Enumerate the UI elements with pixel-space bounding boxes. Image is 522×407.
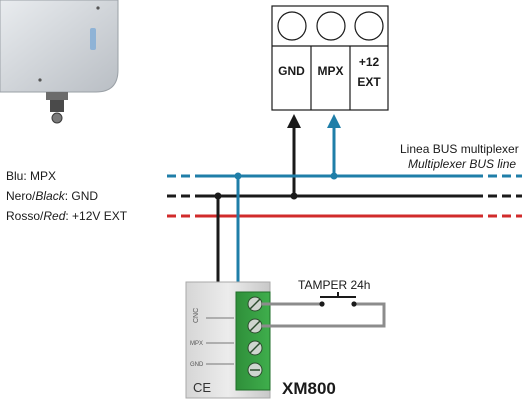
terminal-label-12v-line1: +12 [358,55,380,69]
wire-label-black-slash: / [32,189,36,203]
wire-label-red-sep: : [65,209,73,223]
connection-arrows [287,114,341,196]
wire-label-black-b: GND [71,189,99,203]
bus-line-label-en: Multiplexer BUS line [408,157,517,171]
mpx-arrow-head [327,114,341,128]
mpx-junction [330,172,338,180]
terminal-screw-gnd [277,11,307,41]
terminal-label-12v: +12 EXT [350,54,388,90]
module-side-gnd: GND [190,362,204,368]
bus-wires [167,172,522,218]
ce-mark: CE [193,380,211,395]
bus-line-label-it: Linea BUS multiplexer [400,142,519,156]
terminal-screw-12v [354,11,384,41]
terminal-label-mpx: MPX [317,64,344,78]
terminal-block [271,5,389,111]
module-name: XM800 [282,379,336,398]
gnd-junction [290,192,298,200]
device-leds [90,28,96,50]
terminal-screw-mpx [316,11,346,41]
wire-label-red-em: Red [43,209,66,223]
xm800-module: CNC MPX GND CE [185,281,271,399]
wire-label-red-slash: / [40,209,44,223]
wire-label-red-a: Rosso [6,209,41,223]
wire-label-blue: Blu: MPX [6,169,56,183]
terminal-label-12v-line2: EXT [357,75,381,89]
wire-label-red-b: +12V EXT [72,209,128,223]
wire-label-black: Nero/Black: GND [6,189,98,203]
wire-label-red: Rosso/Red: +12V EXT [6,209,127,223]
wire-label-blue-a: Blu [6,169,24,183]
wire-label-black-sep: : [64,189,72,203]
gnd-arrow-head [287,114,301,128]
device-photo [0,0,119,124]
wire-label-blue-b: MPX [30,169,57,183]
wire-label-blue-sep: : [23,169,31,183]
wire-label-black-a: Nero [6,189,33,203]
module-side-cnc: CNC [193,308,200,323]
terminal-label-gnd: GND [278,64,305,78]
tamper-switch [262,292,386,328]
module-side-mpx: MPX [190,341,203,347]
tamper-label: TAMPER 24h [298,278,371,292]
wire-label-black-em: Black [35,189,65,203]
